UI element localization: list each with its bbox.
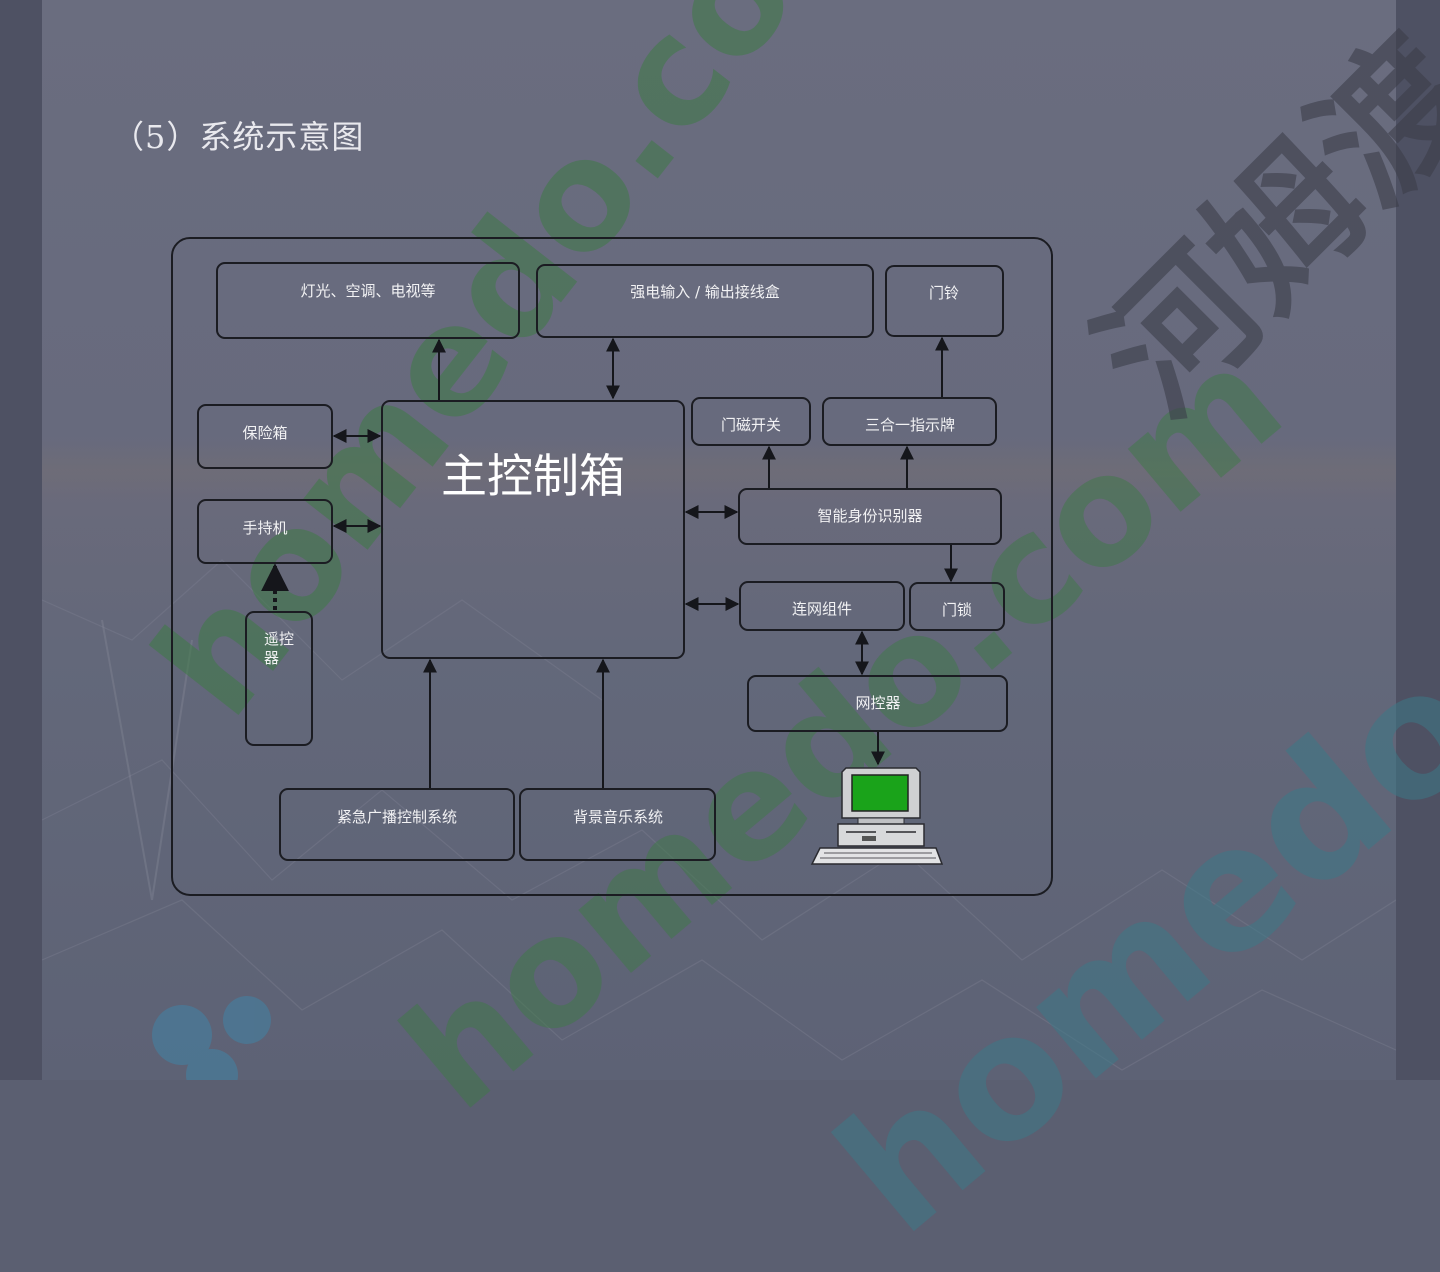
node-power-box-label: 强电输入 / 输出接线盒 xyxy=(630,283,780,301)
background-texture xyxy=(42,559,1396,1080)
node-indicator-label: 三合一指示牌 xyxy=(865,416,955,434)
system-diagram: 灯光、空调、电视等 强电输入 / 输出接线盒 门铃 主控制箱 保险箱 手持机 遥… xyxy=(171,237,1053,896)
node-emergency-broadcast-label: 紧急广播控制系统 xyxy=(337,808,457,826)
node-net-controller-label: 网控器 xyxy=(855,694,900,712)
node-door-sensor-label: 门磁开关 xyxy=(721,416,781,434)
node-handheld: 手持机 xyxy=(197,499,333,564)
slide-left-margin xyxy=(0,0,42,1080)
diagram-frame xyxy=(171,237,1053,896)
computer-icon xyxy=(810,767,944,865)
node-door-lock-label: 门锁 xyxy=(942,601,972,619)
node-network-module: 连网组件 xyxy=(739,581,905,631)
node-emergency-broadcast: 紧急广播控制系统 xyxy=(279,788,515,861)
node-power-box: 强电输入 / 输出接线盒 xyxy=(536,264,874,338)
node-remote-label-line1: 遥控 xyxy=(264,630,294,648)
node-remote-label-line2: 器 xyxy=(264,649,279,667)
node-door-sensor: 门磁开关 xyxy=(691,397,811,446)
node-lights: 灯光、空调、电视等 xyxy=(216,262,520,339)
node-doorbell-label: 门铃 xyxy=(929,284,959,302)
main-controller-label: 主控制箱 xyxy=(441,449,625,503)
node-indicator: 三合一指示牌 xyxy=(822,397,997,446)
node-safe: 保险箱 xyxy=(197,404,333,469)
node-net-controller: 网控器 xyxy=(747,675,1008,732)
slide-right-margin xyxy=(1396,0,1440,1080)
node-handheld-label: 手持机 xyxy=(242,519,287,537)
node-door-lock: 门锁 xyxy=(909,582,1005,631)
node-doorbell: 门铃 xyxy=(885,265,1004,337)
node-bg-music: 背景音乐系统 xyxy=(519,788,716,861)
node-bg-music-label: 背景音乐系统 xyxy=(573,808,663,826)
node-id-reader-label: 智能身份识别器 xyxy=(817,507,922,525)
node-network-module-label: 连网组件 xyxy=(792,600,852,618)
slide-canvas: homedo.com homedo.com homedo.com 河姆渡 （5）… xyxy=(42,0,1440,1272)
node-remote: 遥控 器 xyxy=(245,611,313,746)
node-lights-label: 灯光、空调、电视等 xyxy=(300,282,435,300)
background-band xyxy=(42,440,1396,500)
slide-title: （5）系统示意图 xyxy=(112,118,365,156)
node-main-controller: 主控制箱 xyxy=(381,400,685,659)
node-id-reader: 智能身份识别器 xyxy=(738,488,1002,545)
node-safe-label: 保险箱 xyxy=(242,424,287,442)
